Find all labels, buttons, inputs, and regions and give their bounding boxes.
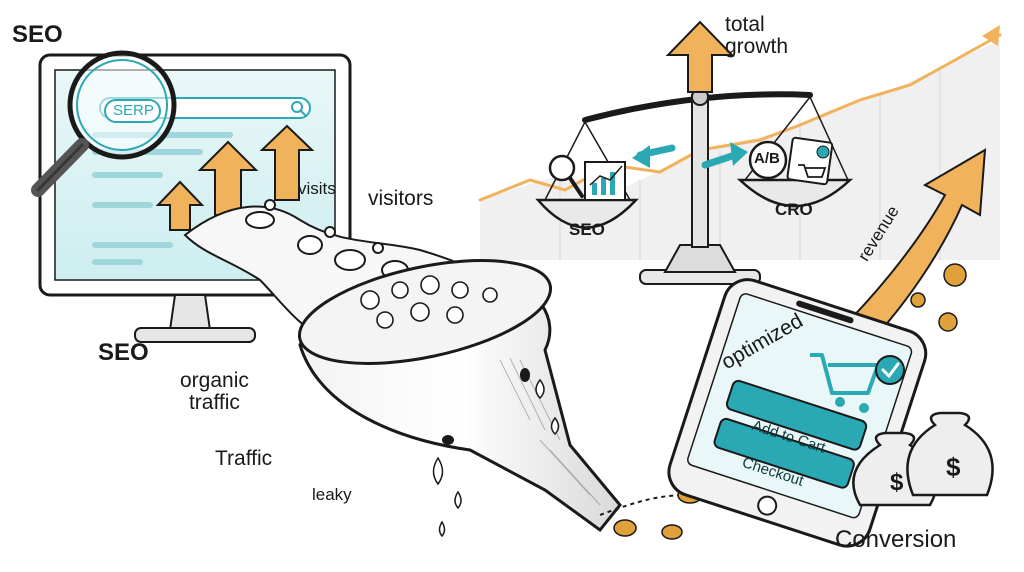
money-bag-dollar-2: $ [946, 452, 961, 482]
traffic-label: Traffic [215, 447, 273, 470]
scale-cro-label: CRO [775, 200, 813, 219]
conversion-label: Conversion [835, 526, 957, 553]
money-bag-icon [852, 411, 994, 507]
search-icon [291, 101, 307, 117]
leaky-funnel [297, 259, 691, 538]
seo-title-left: SEO [98, 339, 149, 366]
magnifier-small-icon [548, 154, 584, 198]
visitors-label: visitors [368, 187, 434, 210]
seo-cro-balance-scale [535, 20, 854, 285]
cro-cart-card [786, 136, 834, 186]
smartphone [667, 278, 928, 548]
total-growth-label: total growth [725, 13, 789, 59]
ab-test-icon [748, 140, 788, 180]
serp-label: SERP [113, 102, 154, 119]
visits-label: visits [298, 179, 336, 198]
leaky-label: leaky [312, 485, 352, 504]
money-bag-dollar-1: $ [890, 469, 904, 496]
scale-seo-label: SEO [569, 220, 605, 239]
growth-chart-icon [584, 161, 626, 201]
revenue-arrow [838, 148, 987, 347]
check-icon [875, 355, 905, 385]
organic-traffic-label: organic traffic [180, 369, 249, 415]
ab-label: A/B [754, 150, 780, 167]
background-growth-chart [478, 25, 1002, 260]
magnifier-icon [31, 50, 177, 197]
seo-title-top: SEO [12, 21, 63, 48]
cart-icon [810, 353, 880, 413]
